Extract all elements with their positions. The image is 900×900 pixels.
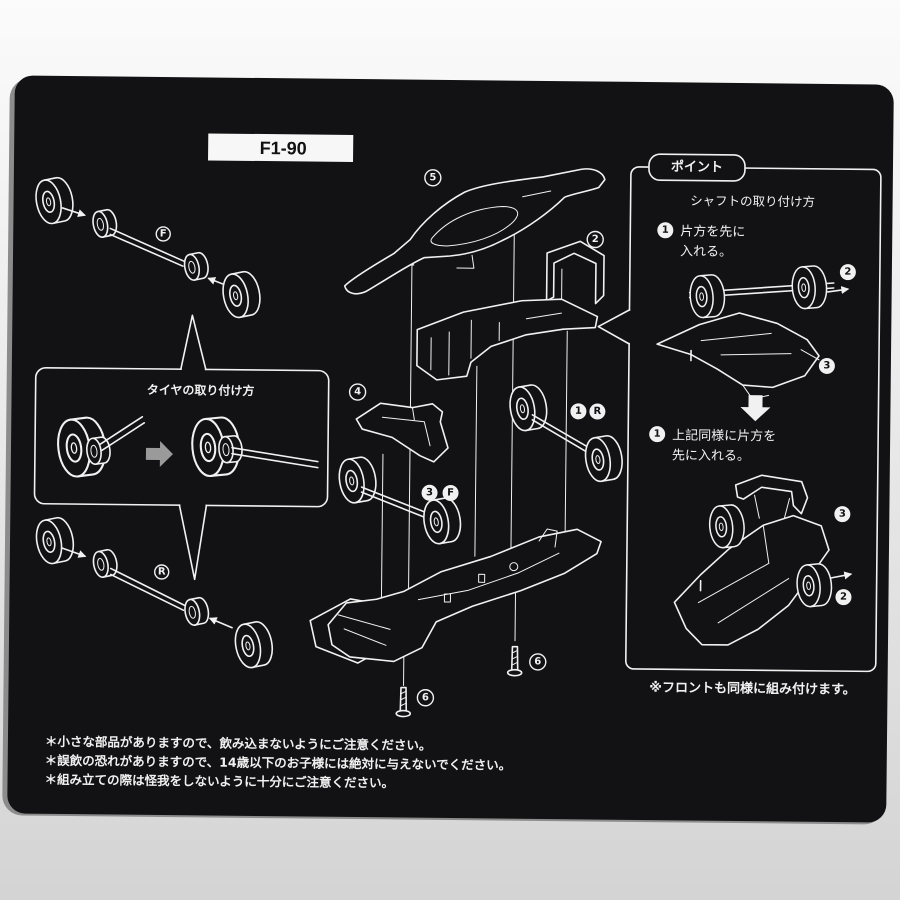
tire-howto-callout: タイヤの取り付け方 xyxy=(33,314,330,581)
svg-text:F: F xyxy=(160,228,167,239)
model-label: F1-90 xyxy=(208,133,354,162)
shaft-tire-icon xyxy=(789,264,829,311)
point-title: シャフトの取り付け方 xyxy=(690,193,815,209)
step-a-number: 1 xyxy=(657,222,674,239)
rear-axle-part xyxy=(506,382,626,485)
part-label-6b: 6 xyxy=(416,689,435,707)
front-suspension-part xyxy=(355,402,449,463)
model-label-text: F1-90 xyxy=(260,138,307,158)
body-shell-part xyxy=(343,168,606,295)
shaft-tire-icon xyxy=(794,562,835,609)
step-b-line1: 上記同様に片方を xyxy=(672,427,776,444)
step-a-figure xyxy=(656,264,850,400)
front-axle-tag: F xyxy=(155,226,171,242)
step-a-mark-3: 3 xyxy=(818,357,835,374)
svg-text:3: 3 xyxy=(426,487,433,498)
step-a-line2: 入れる。 xyxy=(680,244,732,260)
part-label-r: R xyxy=(589,403,606,420)
step-b-number: 1 xyxy=(649,426,666,443)
part-label-f: F xyxy=(442,485,459,502)
svg-text:6: 6 xyxy=(534,656,541,667)
guide-line xyxy=(474,365,478,557)
rear-shaft xyxy=(109,567,186,612)
part-label-1: 1 xyxy=(570,403,587,420)
warning-line: ＊誤飲の恐れがありますので、14歳以下のお子様には絶対に与えないでください。 xyxy=(45,753,512,773)
step-b-mark-3: 3 xyxy=(834,506,851,523)
shaft-before xyxy=(99,415,146,452)
guide-line xyxy=(380,453,384,602)
rear-axle-tag: R xyxy=(154,564,170,580)
svg-text:4: 4 xyxy=(354,386,361,397)
safety-warnings: ＊小さな部品がありますので、飲み込まないようにご注意ください。 ＊誤飲の恐れがあ… xyxy=(44,734,512,791)
svg-text:ポイント: ポイント xyxy=(671,159,723,176)
instruction-card: F1-90 F タイヤの取り付け方 xyxy=(2,75,894,825)
hub-before-icon xyxy=(84,435,113,466)
part-label-2: 2 xyxy=(586,230,604,249)
warning-line: ＊組み立ての際は怪我をしないように十分にご注意ください。 xyxy=(44,772,394,791)
svg-text:R: R xyxy=(158,566,166,577)
step-b-figure xyxy=(673,474,853,646)
point-panel: ポイント シャフトの取り付け方 1 片方を先に 入れる。 xyxy=(597,153,882,698)
point-footnote: ※フロントも同様に組み付けます。 xyxy=(649,680,856,698)
arrow-right-icon xyxy=(145,440,173,467)
step-a-line1: 片方を先に xyxy=(680,223,745,240)
arrow-down-icon xyxy=(740,395,771,422)
step-b-line2: 先に入れる。 xyxy=(672,448,750,464)
svg-text:2: 2 xyxy=(844,267,851,278)
step-b-mark-2: 2 xyxy=(835,589,852,606)
part-label-5: 5 xyxy=(424,169,442,187)
push-arrow xyxy=(61,207,86,217)
tire-howto-title: タイヤの取り付け方 xyxy=(147,382,255,398)
svg-text:2: 2 xyxy=(592,234,599,245)
guide-line xyxy=(564,330,568,542)
exploded-view: 5 2 4 xyxy=(309,168,626,718)
shaft-tire-icon xyxy=(707,503,747,550)
svg-text:1: 1 xyxy=(654,429,661,440)
guide-line xyxy=(510,199,518,562)
svg-text:1: 1 xyxy=(662,225,669,236)
push-arrow xyxy=(208,617,233,629)
part-label-3: 3 xyxy=(421,484,438,501)
upper-frame-part xyxy=(416,298,599,381)
svg-text:5: 5 xyxy=(429,172,436,183)
push-arrow xyxy=(61,547,87,558)
warning-line: ＊小さな部品がありますので、飲み込まないようにご注意ください。 xyxy=(45,734,432,753)
rear-axle-assembly: R xyxy=(32,514,277,671)
part-label-6a: 6 xyxy=(529,653,547,671)
svg-text:6: 6 xyxy=(422,692,429,703)
svg-text:1: 1 xyxy=(575,406,582,417)
svg-text:3: 3 xyxy=(823,360,830,371)
front-shaft xyxy=(109,227,185,267)
front-axle-part xyxy=(335,454,465,547)
chassis-part xyxy=(309,528,602,664)
part-label-4: 4 xyxy=(348,383,367,401)
card-face xyxy=(7,75,894,823)
shaft-tire-icon xyxy=(687,273,727,320)
svg-text:R: R xyxy=(594,406,602,417)
front-axle-assembly: F xyxy=(31,174,265,321)
svg-text:F: F xyxy=(447,487,454,498)
point-badge: ポイント xyxy=(648,153,746,182)
svg-text:3: 3 xyxy=(839,509,846,520)
step-a-mark-2: 2 xyxy=(839,264,856,281)
svg-text:2: 2 xyxy=(840,592,847,603)
shaft-after xyxy=(231,446,319,469)
